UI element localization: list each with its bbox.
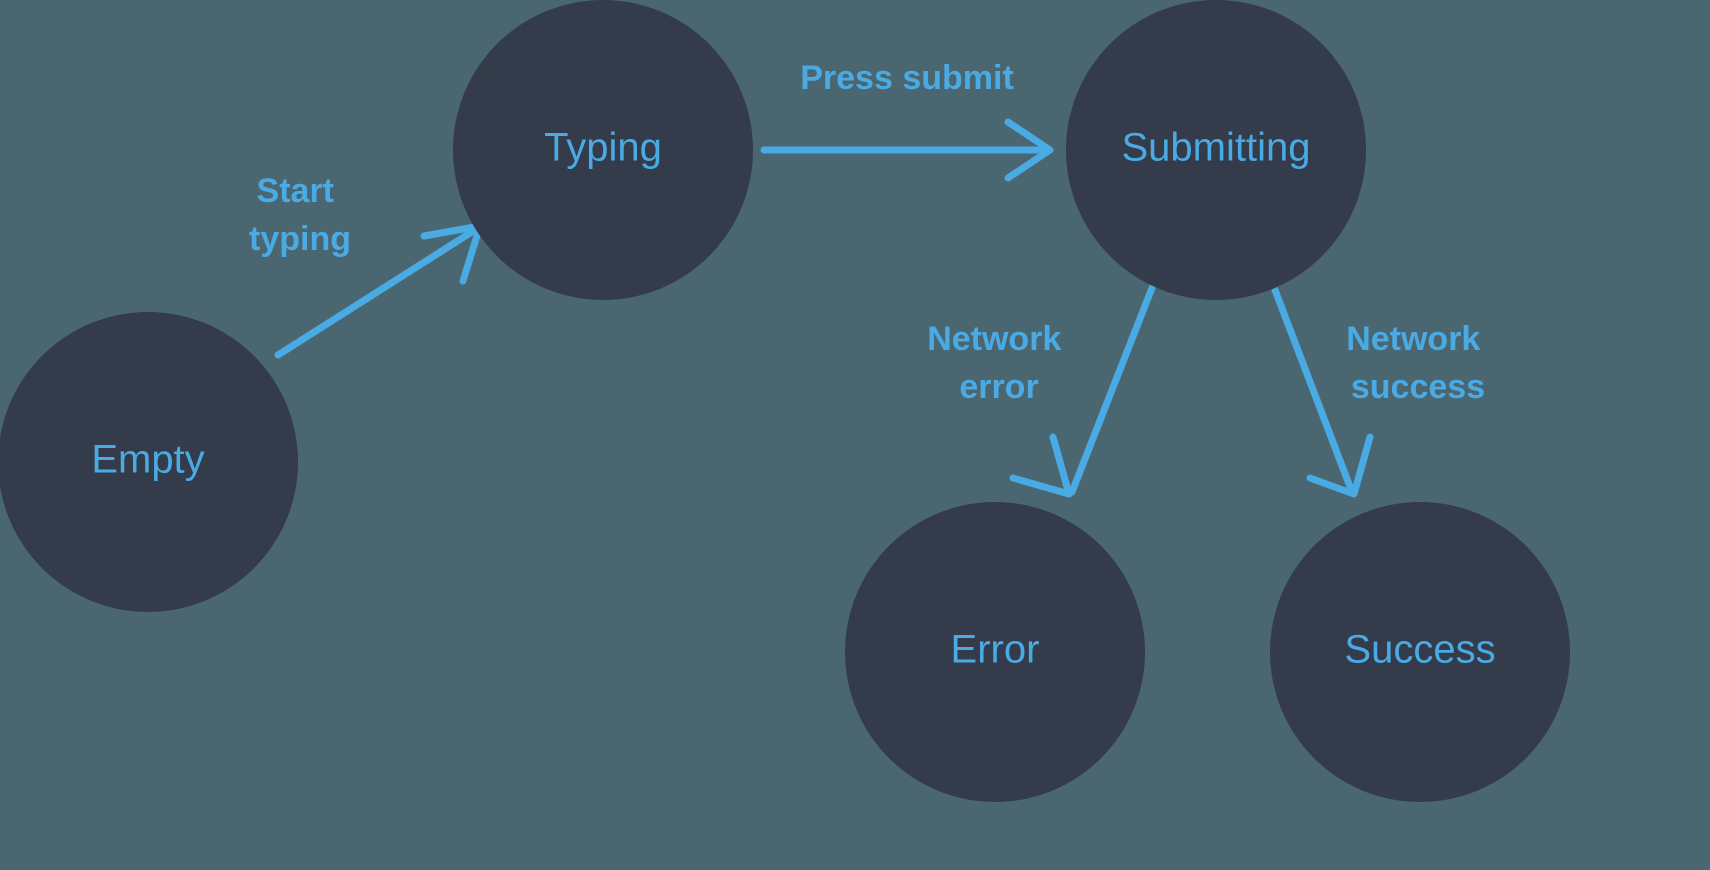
edge-submitting-to-success-line xyxy=(1271,286,1356,496)
edge-submitting-to-success xyxy=(1271,286,1374,498)
edge-label-network-error-line-2: error xyxy=(959,368,1038,406)
edge-label-press-submit-line-1: Press submit xyxy=(800,59,1014,97)
node-empty[interactable]: Empty xyxy=(0,312,298,612)
edge-submitting-to-error xyxy=(1009,284,1156,498)
edge-label-network-success-line-2: success xyxy=(1351,368,1485,406)
node-typing-label: Typing xyxy=(544,126,662,170)
node-typing[interactable]: Typing xyxy=(453,0,753,300)
node-empty-label: Empty xyxy=(91,438,204,482)
edge-label-press-submit: Press submit xyxy=(800,59,1014,97)
edge-label-network-error-line-1: Network xyxy=(927,320,1061,358)
edge-submitting-to-error-line xyxy=(1068,284,1156,496)
node-error[interactable]: Error xyxy=(845,502,1145,802)
edge-typing-to-submitting xyxy=(760,118,1054,182)
node-submitting-label: Submitting xyxy=(1122,126,1311,170)
edge-label-network-error: Network error xyxy=(927,320,1071,406)
edge-label-network-success-line-1: Network xyxy=(1346,320,1480,358)
node-error-circle[interactable] xyxy=(845,502,1145,802)
edge-submitting-to-error-arrowhead xyxy=(1009,433,1073,498)
edge-label-start-typing: Start typing xyxy=(249,172,351,258)
edge-submitting-to-success-arrowhead xyxy=(1306,433,1374,498)
edge-label-start-typing-line-1: Start xyxy=(257,172,334,210)
node-success[interactable]: Success xyxy=(1270,502,1570,802)
node-empty-circle[interactable] xyxy=(0,312,298,612)
node-typing-circle[interactable] xyxy=(453,0,753,300)
node-submitting[interactable]: Submitting xyxy=(1066,0,1366,300)
node-submitting-circle[interactable] xyxy=(1066,0,1366,300)
node-success-label: Success xyxy=(1344,628,1495,672)
node-error-label: Error xyxy=(951,628,1040,672)
edge-label-network-success: Network success xyxy=(1346,320,1490,406)
edge-label-start-typing-line-2: typing xyxy=(249,220,351,258)
edge-empty-to-typing-line xyxy=(274,224,482,359)
node-success-circle[interactable] xyxy=(1270,502,1570,802)
edge-typing-to-submitting-arrowhead xyxy=(1004,118,1054,182)
